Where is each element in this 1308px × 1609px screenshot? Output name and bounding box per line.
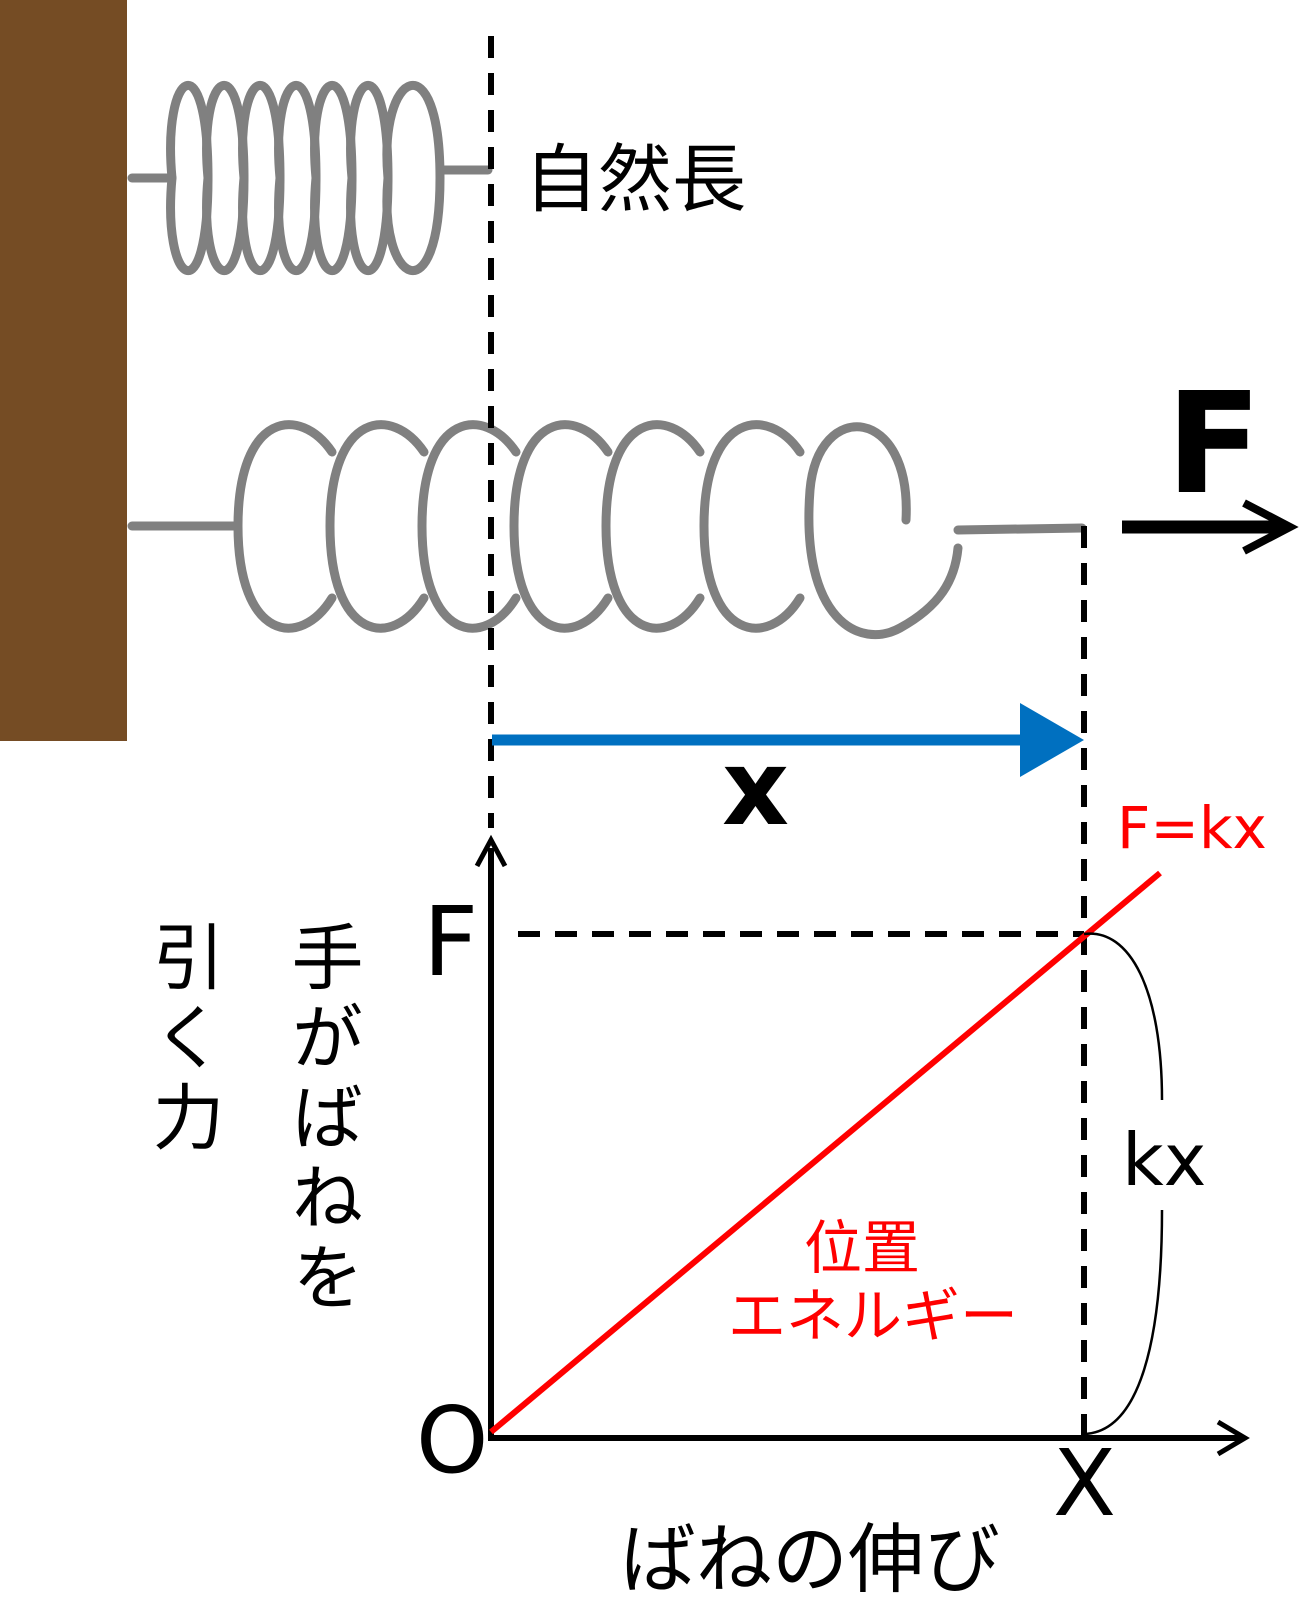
proportional-line <box>489 870 1162 1435</box>
graph-axes <box>474 834 1250 1457</box>
spring-natural-length <box>127 81 493 275</box>
y-axis-arrowhead-icon <box>474 834 508 868</box>
y-axis-title-col1: 手がばねを <box>279 920 363 1320</box>
guide-lines <box>488 36 1087 1435</box>
area-label-line1: 位置 <box>804 1214 920 1282</box>
bracket-value-label: kx <box>1122 1118 1206 1202</box>
x-axis-value-label: X <box>1053 1430 1116 1537</box>
displacement-arrow-icon <box>492 703 1084 777</box>
force-arrow-icon <box>1122 499 1299 555</box>
x-axis-arrowhead-icon <box>1216 1419 1250 1457</box>
y-axis-value-label: F <box>423 886 478 998</box>
y-axis-title-col2: 引く力 <box>140 920 224 1160</box>
wall <box>0 0 127 741</box>
kx-bracket <box>1083 932 1164 1436</box>
force-label: F <box>1166 363 1262 526</box>
natural-length-label: 自然長 <box>524 137 746 223</box>
x-axis-title: ばねの伸び <box>620 1515 1000 1604</box>
displacement-label: x <box>722 727 789 849</box>
area-label-line2: エネルギー <box>728 1282 1018 1350</box>
spring-stretched <box>127 420 1087 640</box>
formula-label: F=kx <box>1117 794 1267 862</box>
origin-label: O <box>416 1387 488 1494</box>
